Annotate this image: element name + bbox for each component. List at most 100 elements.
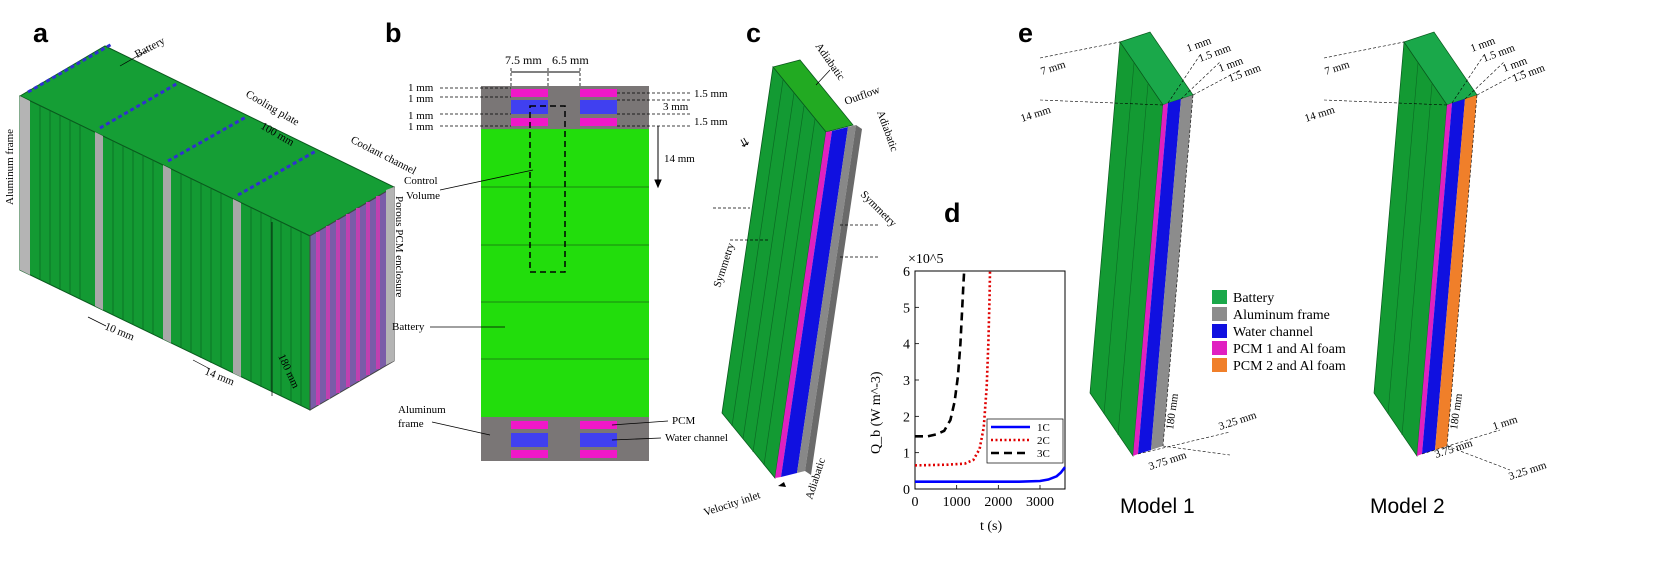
model1-frame	[1151, 95, 1193, 450]
leader-adiabatic-top	[815, 69, 831, 86]
m1-14mm: 14 mm	[1019, 104, 1052, 125]
model1-pcm	[1133, 103, 1168, 456]
label-water-channel-b: Water channel	[665, 432, 728, 444]
label-symmetry-right: Symmetry	[858, 189, 899, 230]
x-tick-label: 0	[912, 495, 919, 510]
panel-a: a	[4, 18, 418, 411]
label-velocity-inlet: Velocity inlet	[702, 489, 762, 519]
leader-aluminum-frame	[431, 421, 491, 436]
panel-e: e 7 mm 14 mm 1 mm 1.5 mm 1 mm 1.5 mm	[1018, 18, 1549, 518]
model-c-cell-lines	[731, 79, 816, 466]
label-outflow: Outflow	[843, 84, 882, 108]
panel-d-label: d	[944, 198, 961, 228]
label-1mm-b2: 1 mm	[408, 93, 434, 105]
leader-symmetry-right	[840, 224, 880, 258]
m2-1mm-c: 1 mm	[1491, 413, 1519, 432]
m1-180mm: 180 mm	[1164, 392, 1181, 430]
model2-water	[1422, 99, 1465, 454]
panel-b-label: b	[385, 18, 402, 48]
gravity-symbol: ⇉	[736, 136, 751, 150]
label-1mm-b3: 1 mm	[408, 110, 434, 122]
legend-label-aluminum: Aluminum frame	[1233, 308, 1330, 323]
series-line-3C	[915, 270, 966, 438]
model-c-frame	[797, 125, 856, 473]
water-channel-bottom-right	[580, 433, 617, 447]
label-aluminum-frame-a: Aluminum frame	[4, 129, 16, 205]
label-7-5mm: 7.5 mm	[505, 53, 542, 67]
legend-swatch-battery	[1212, 290, 1227, 304]
model2-caption: Model 2	[1370, 495, 1445, 518]
legend-label-3C: 3C	[1037, 448, 1050, 460]
model2-cell-lines	[1387, 62, 1433, 436]
chart-d-legend-box	[986, 418, 1064, 464]
model2-pcm1	[1417, 103, 1452, 456]
label-6-5mm: 6.5 mm	[552, 53, 589, 67]
y-tick-label: 6	[903, 265, 910, 280]
chart-d-ylabel: Q_b (W m^-3)	[869, 371, 884, 454]
pcm-bottom-right-2	[580, 450, 617, 458]
water-channel-top-right	[580, 100, 617, 114]
m1-3-75mm: 3.75 mm	[1147, 449, 1188, 473]
m2-7mm: 7 mm	[1323, 58, 1351, 77]
pcm-bottom-right-1	[580, 421, 617, 429]
chart-d-multiplier: ×10^5	[908, 252, 943, 267]
label-symmetry-left: Symmetry	[711, 241, 737, 289]
label-3mm-b: 3 mm	[663, 101, 689, 113]
leader-control-volume	[439, 169, 534, 191]
label-control: Control	[404, 175, 438, 187]
side-stripes	[316, 196, 380, 405]
cell-divisions	[39, 106, 302, 406]
leader-water-channel-b	[611, 437, 662, 441]
frame-bottom-section	[481, 417, 649, 461]
legend-swatch-pcm2	[1212, 358, 1227, 372]
model2-pcm2	[1435, 95, 1477, 450]
panel-c: c Adiabatic Outflow Adiabatic Symmetry S…	[702, 18, 900, 519]
pcm-bottom-left-1	[511, 421, 548, 429]
leader-pcm-b	[611, 420, 669, 426]
m2-14mm: 14 mm	[1303, 104, 1336, 125]
panel-e-label: e	[1018, 18, 1033, 48]
label-1-5mm-b1: 1.5 mm	[694, 88, 728, 100]
y-tick-label: 5	[903, 301, 910, 316]
m1-7mm: 7 mm	[1039, 58, 1067, 77]
aluminum-frame-far-end	[386, 187, 394, 365]
legend-label-2C: 2C	[1037, 435, 1050, 447]
legend-label-pcm2: PCM 2 and Al foam	[1233, 359, 1346, 374]
y-tick-label: 2	[903, 410, 910, 425]
panel-a-label: a	[33, 18, 49, 48]
legend-swatch-water	[1212, 324, 1227, 338]
dim-10mm	[87, 316, 107, 327]
m1-3-25mm: 3.25 mm	[1217, 409, 1258, 433]
aluminum-frame-end	[20, 96, 30, 275]
top-channel-stripes	[27, 42, 317, 197]
pcm-top-right-2	[580, 118, 617, 126]
model1-cell-lines	[1103, 62, 1149, 436]
model2-dim-lines	[1323, 41, 1525, 471]
label-1mm-b1: 1 mm	[408, 82, 434, 94]
model-c-pcm	[775, 131, 832, 478]
label-1-5mm-b2: 1.5 mm	[694, 116, 728, 128]
label-adiabatic-side: Adiabatic	[874, 109, 900, 153]
leader-symmetry-left	[713, 207, 770, 241]
label-porous-pcm: Porous PCM enclosure	[393, 196, 405, 298]
dim-arrows-b	[511, 71, 662, 189]
label-volume: Volume	[406, 190, 440, 202]
label-battery-b: Battery	[392, 321, 425, 333]
dim-14mm-a	[192, 359, 211, 370]
x-tick-label: 2000	[984, 495, 1012, 510]
cooling-plates	[95, 132, 241, 377]
model-c-frame-side	[805, 125, 862, 475]
label-adiabatic-top: Adiabatic	[813, 41, 847, 83]
legend-swatch-aluminum	[1212, 307, 1227, 321]
m2-3-25mm: 3.25 mm	[1507, 459, 1548, 483]
pcm-bottom-left-2	[511, 450, 548, 458]
leader-battery-a	[119, 49, 149, 67]
model-c-water-channel	[781, 127, 848, 477]
x-tick-label: 1000	[943, 495, 971, 510]
y-tick-label: 4	[903, 338, 910, 353]
legend-label-water: Water channel	[1233, 325, 1313, 340]
label-1mm-b4: 1 mm	[408, 121, 434, 133]
